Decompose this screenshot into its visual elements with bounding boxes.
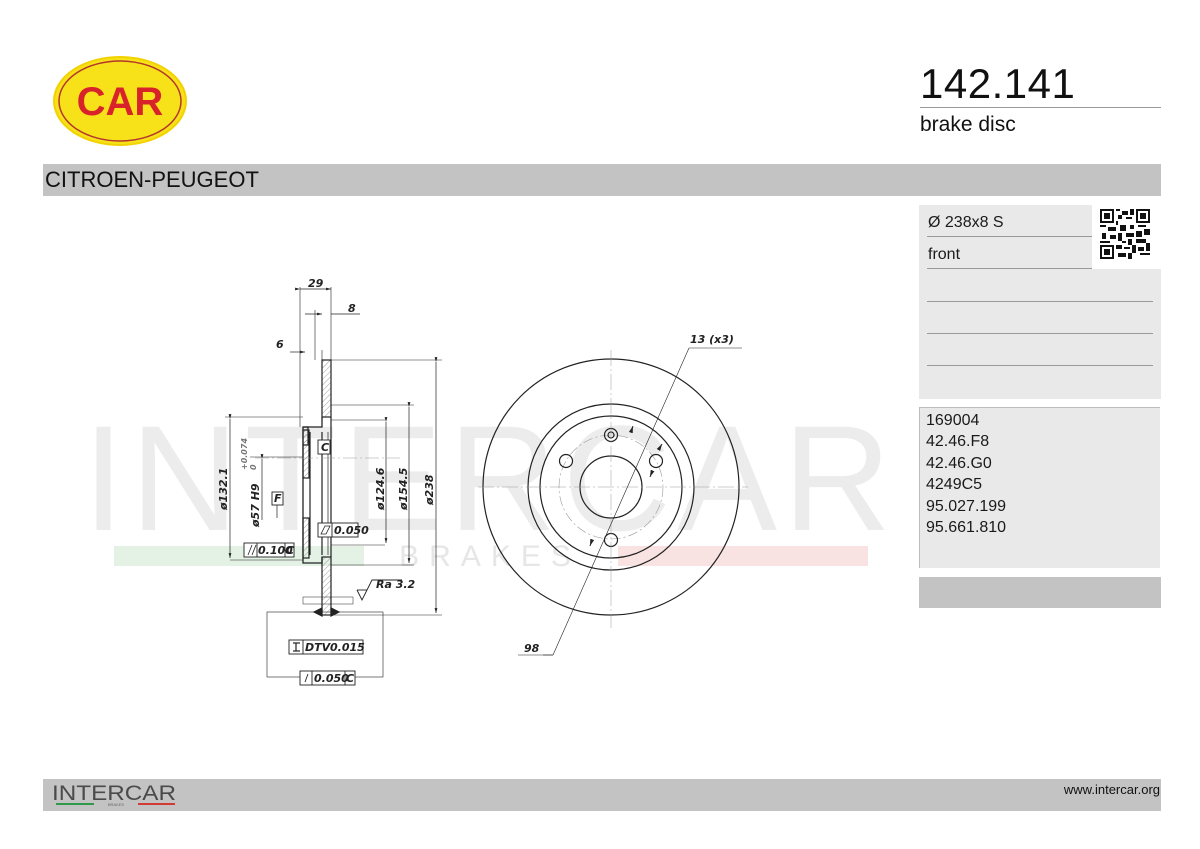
dim-124: ø124.6 — [374, 467, 387, 511]
datum-c: C — [321, 441, 329, 454]
oe-number: 95.027.199 — [926, 497, 1007, 515]
section-view — [225, 287, 442, 686]
spec-blank-row — [927, 301, 1153, 302]
oe-numbers-list: 169004 42.46.F8 42.46.G0 4249C5 95.027.1… — [926, 410, 1006, 538]
watermark-text: INTERCAR — [83, 394, 898, 562]
watermark-subtext: BRAKES — [399, 540, 581, 573]
flatness-value: 0.050 — [334, 524, 369, 537]
empty-grey-strip — [919, 577, 1161, 608]
dim-hat-wall: 6 — [276, 338, 284, 351]
car-logo: CAR — [53, 56, 187, 146]
dim-bolt-holes: 13 (x3) — [690, 333, 734, 346]
car-logo-text: CAR — [77, 80, 164, 124]
manufacturer-bar: CITROEN-PEUGEOT — [43, 164, 1161, 196]
qr-code-icon[interactable] — [1100, 209, 1150, 259]
part-type: brake disc — [920, 113, 1016, 136]
bore-tolerance-lower: 0 — [249, 464, 258, 470]
bore-tolerance-upper: +0.074 — [240, 438, 249, 470]
oe-number: 4249C5 — [926, 476, 983, 494]
watermark: INTERCAR BRAKES — [83, 394, 898, 573]
dim-total-height: 29 — [308, 277, 324, 290]
front-view — [478, 347, 748, 656]
runout-value: 0.050 — [314, 672, 349, 685]
spec-divider — [927, 236, 1092, 237]
spec-divider — [927, 268, 1092, 269]
spec-position: front — [928, 246, 961, 263]
datum-f: F — [274, 492, 282, 505]
parallelism-value: 0.100 — [258, 544, 293, 557]
intercar-logo-subtext: BRAKES — [108, 802, 125, 807]
intercar-logo: INTERCAR BRAKES — [52, 782, 176, 807]
oe-number: 95.661.810 — [926, 519, 1007, 537]
manufacturer-name: CITROEN-PEUGEOT — [45, 167, 259, 192]
oe-number: 42.46.G0 — [926, 454, 992, 472]
website-link[interactable]: www.intercar.org — [1063, 782, 1160, 797]
dim-bore: ø57 H9 — [249, 483, 262, 528]
runout-ref: C — [346, 672, 354, 685]
spec-dimension: Ø 238x8 S — [928, 214, 1004, 231]
part-number: 142.141 — [920, 60, 1076, 107]
spec-blank-row — [927, 365, 1153, 366]
oe-numbers-panel: 169004 42.46.F8 42.46.G0 4249C5 95.027.1… — [919, 407, 1160, 568]
dim-outer-diameter: ø238 — [423, 474, 436, 506]
dtv-value: 0.015 — [330, 641, 365, 654]
oe-number: 169004 — [926, 412, 980, 429]
dim-pcd: 98 — [524, 642, 540, 655]
dtv-label: DTV — [305, 641, 332, 654]
dim-154: ø154.5 — [397, 467, 410, 511]
footer-bar — [43, 779, 1161, 811]
spec-blank-row — [927, 333, 1153, 334]
title-divider — [920, 107, 1161, 108]
intercar-logo-text: INTERCAR — [52, 782, 176, 805]
dim-132: ø132.1 — [217, 468, 230, 511]
oe-number: 42.46.F8 — [926, 433, 990, 451]
parallelism-ref: C — [286, 544, 294, 557]
dim-disc-thickness: 8 — [348, 302, 356, 315]
roughness: Ra 3.2 — [376, 578, 416, 591]
